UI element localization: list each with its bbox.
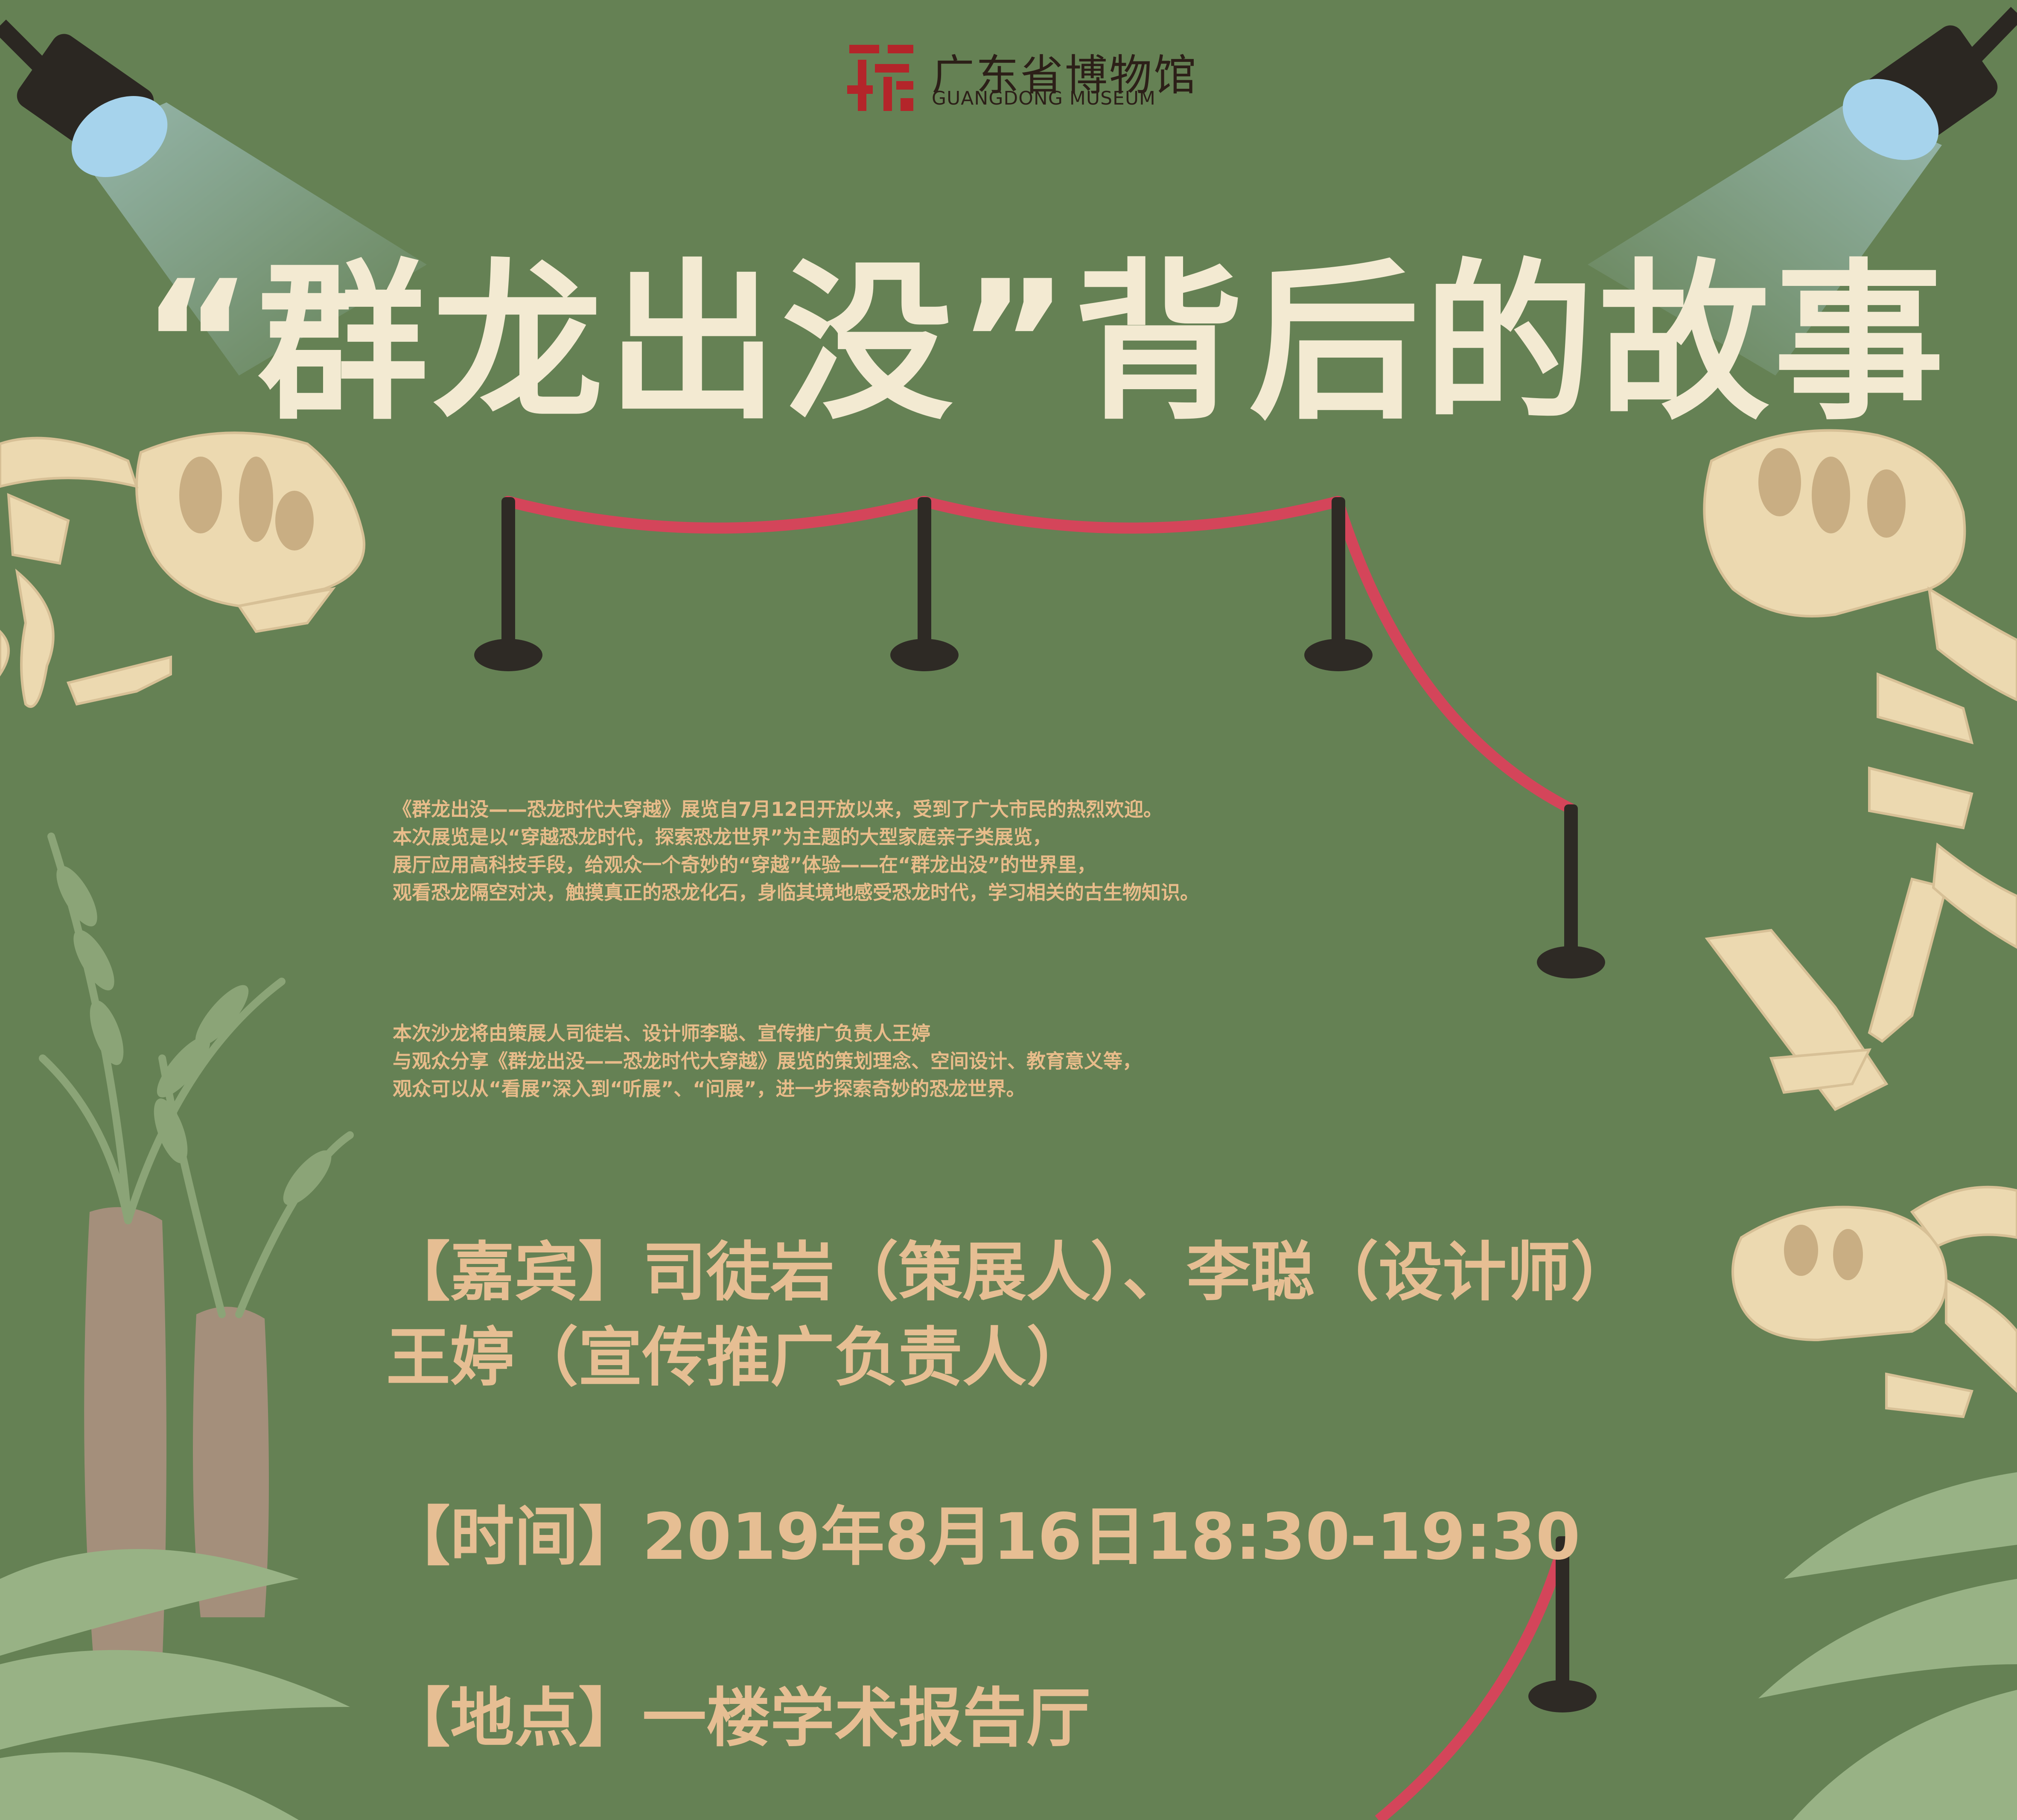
spotlight-right-icon <box>1588 7 2017 376</box>
museum-name-cn: 广东省博物馆 <box>932 50 1198 100</box>
rope-barrier-top <box>474 496 1605 978</box>
museum-name-en: GUANGDONG MUSEUM <box>932 87 1156 109</box>
dinosaur-skull-right-lower-icon <box>1731 1185 2017 1418</box>
dinosaur-skull-left-icon <box>0 431 366 708</box>
salon-line-2: 与观众分享《群龙出没——恐龙时代大穿越》展览的策划理念、空间设计、教育意义等， <box>393 1050 1142 1072</box>
spotlight-left-icon <box>0 19 427 376</box>
intro-line-4: 观看恐龙隔空对决，触摸真正的恐龙化石，身临其境地感受恐龙时代，学习相关的古生物知… <box>393 881 1200 904</box>
page-title: “群龙出没”背后的故事 <box>141 245 1949 443</box>
fern-leaves <box>56 866 332 1206</box>
event-time: 【时间】2019年8月16日18:30-19:30 <box>386 1500 1580 1574</box>
museum-seal-icon <box>847 45 913 111</box>
dinosaur-skeleton-right-icon <box>1703 429 2017 1111</box>
salon-line-1: 本次沙龙将由策展人司徒岩、设计师李聪、宣传推广负责人王婷 <box>393 1022 931 1045</box>
rope-barrier-bottom <box>1375 1536 1597 1820</box>
guests-line-1: 【嘉宾】司徒岩（策展人）、李聪（设计师） <box>386 1235 1635 1310</box>
intro-line-3: 展厅应用高科技手段，给观众一个奇妙的“穿越”体验——在“群龙出没”的世界里， <box>393 853 1096 876</box>
event-place: 【地点】一楼学术报告厅 <box>386 1681 1091 1756</box>
fern-bottom-left <box>0 1549 350 1820</box>
guests-line-2: 王婷（宣传推广负责人） <box>386 1321 1091 1395</box>
fern-bottom-right <box>1758 1472 2017 1820</box>
salon-line-3: 观众可以从“看展”深入到“听展”、“问展”，进一步探索奇妙的恐龙世界。 <box>393 1077 1026 1100</box>
intro-line-1: 《群龙出没——恐龙时代大穿越》展览自7月12日开放以来，受到了广大市民的热烈欢迎… <box>393 798 1163 821</box>
intro-line-2: 本次展览是以“穿越恐龙时代，探索恐龙世界”为主题的大型家庭亲子类展览， <box>393 826 1052 848</box>
